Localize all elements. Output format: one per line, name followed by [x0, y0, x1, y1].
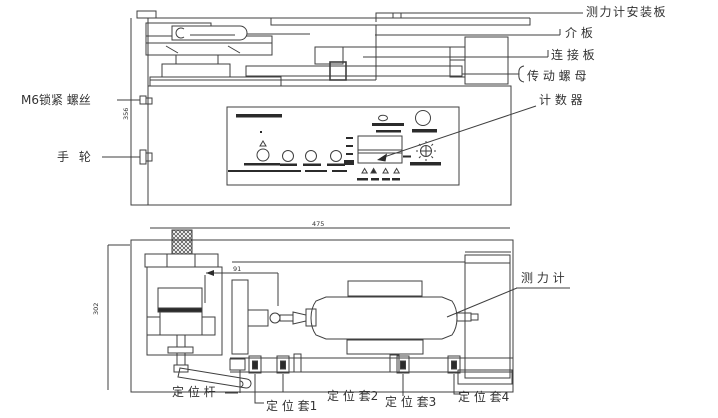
setting-dial — [416, 141, 436, 161]
diagram-labels: 测力计安装板 介 板 连 接 板 传 动 螺 母 计 数 器 M6锁紧 螺丝 手… — [21, 4, 667, 413]
drive-nut-block — [329, 61, 347, 81]
panel-knob — [305, 150, 317, 162]
leader-mounting-plate — [375, 12, 583, 22]
leader-intermediate-plate — [375, 29, 561, 36]
dim-bottom-view-width: 475 — [312, 220, 324, 228]
leader-sleeve-4 — [453, 374, 461, 395]
panel-button-icon — [370, 167, 378, 174]
top-view — [102, 10, 583, 206]
knurled-knob — [171, 229, 193, 255]
panel-knob — [282, 150, 294, 162]
dim-top-view-height: 356 — [122, 108, 130, 120]
control-panel — [226, 106, 460, 186]
panel-knob — [330, 150, 342, 162]
clamp-arm — [171, 25, 248, 41]
label-positioning-sleeve-3: 定 位 套3 — [385, 394, 436, 409]
label-positioning-rod: 定 位 杆 — [172, 384, 216, 399]
panel-knob — [256, 148, 270, 162]
positioning-sleeve-3 — [396, 355, 410, 374]
dim-bottom-view-height: 302 — [92, 303, 100, 315]
leader-connecting-plate — [363, 50, 549, 58]
label-counter: 计 数 器 — [539, 92, 583, 107]
leader-force-gauge — [446, 287, 570, 318]
label-positioning-sleeve-4: 定 位 套4 — [458, 389, 509, 404]
right-support-block — [457, 254, 513, 385]
leader-positioning-rod — [225, 370, 241, 394]
positioning-sleeve-1 — [248, 355, 262, 374]
positioning-rail — [229, 353, 513, 373]
label-handwheel: 手 轮 — [57, 150, 94, 164]
panel-dial-large — [415, 110, 431, 126]
dim-probe-offset: 91 — [233, 265, 241, 273]
m6-locking-screw — [139, 95, 153, 105]
right-gear-box — [464, 36, 509, 85]
panel-button-icon — [382, 167, 390, 174]
label-drive-nut: 传 动 螺 母 — [527, 68, 586, 83]
label-positioning-sleeve-2: 定 位 套2 — [327, 388, 378, 403]
panel-button-icon — [361, 167, 369, 174]
indicator-lamp — [378, 114, 388, 122]
label-force-gauge-mounting-plate: 测力计安装板 — [586, 4, 667, 19]
leader-counter-arrowhead — [377, 153, 387, 162]
clamp-assembly — [145, 22, 310, 87]
label-force-gauge: 测 力 计 — [521, 271, 565, 285]
mounting-plate — [270, 12, 531, 26]
label-positioning-sleeve-1: 定 位 套1 — [266, 398, 317, 413]
positioning-sleeve-4 — [447, 355, 461, 374]
leader-counter — [380, 105, 537, 159]
bottom-view — [107, 227, 570, 404]
leader-sleeve-2 — [282, 374, 322, 393]
dimension-lines — [107, 227, 510, 390]
panel-button-icon — [393, 167, 401, 174]
handwheel — [139, 149, 153, 165]
droplet-icon — [259, 140, 267, 147]
probe-linkage — [231, 279, 317, 355]
positioning-sleeve-2 — [276, 355, 290, 374]
leader-lines-bottom — [225, 287, 570, 404]
drive-mechanism — [150, 25, 509, 85]
leader-lines-top — [102, 12, 583, 162]
leader-sleeve-1 — [254, 374, 264, 404]
label-connecting-plate: 连 接 板 — [551, 47, 595, 62]
label-intermediate-plate: 介 板 — [565, 26, 593, 40]
force-gauge-body — [310, 280, 479, 355]
positioning-rod — [177, 367, 252, 389]
machine-frame-top-view — [130, 10, 530, 206]
label-m6-locking-screw: M6锁紧 螺丝 — [21, 92, 91, 107]
vise-assembly — [144, 253, 223, 373]
leader-drive-nut — [462, 65, 525, 83]
lead-screw-rod — [245, 65, 463, 77]
